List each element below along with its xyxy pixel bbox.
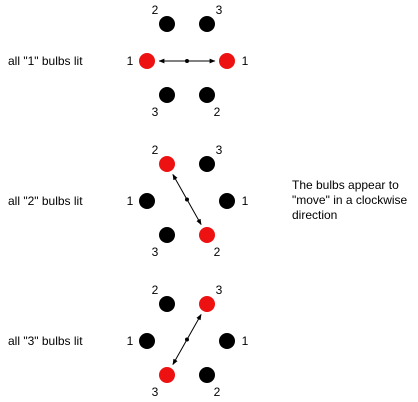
bulb-number-lower-right: 2 [214,105,221,119]
bulb-middle-left-lit [139,53,155,69]
bulb-number-lower-left: 3 [152,105,159,119]
bulb-middle-right-unlit [219,333,235,349]
clockwise-note-line-3: direction [292,208,338,222]
bulb-number-upper-right: 3 [216,283,223,297]
bulb-upper-right-unlit [199,16,215,32]
bulb-number-upper-right: 3 [216,143,223,157]
bulb-upper-right-lit [199,296,215,312]
bulb-middle-left-unlit [139,193,155,209]
bulb-number-middle-right: 1 [242,334,249,348]
bulb-middle-right-lit [219,53,235,69]
bulb-upper-right-unlit [199,156,215,172]
bulb-middle-left-unlit [139,333,155,349]
bulb-number-middle-right: 1 [242,54,249,68]
bulb-upper-left-unlit [159,16,175,32]
bulb-panel-2: 2 3 1 1 3 2 [127,143,249,259]
bulb-number-lower-left: 3 [152,385,159,399]
clockwise-note-line-1: The bulbs appear to [292,178,399,192]
bulb-lower-right-unlit [199,87,215,103]
bulb-number-lower-left: 3 [152,245,159,259]
bulb-number-middle-left: 1 [127,54,134,68]
panel-label-2: all "2" bulbs lit [8,194,83,208]
bulb-number-upper-left: 2 [152,3,159,17]
bulb-number-upper-left: 2 [152,143,159,157]
arrow-center-dot [185,197,189,202]
bulb-lower-left-unlit [159,227,175,243]
arrow-center-dot [185,337,189,342]
bulb-number-middle-right: 1 [242,194,249,208]
clockwise-note: The bulbs appear to "move" in a clockwis… [292,178,407,223]
bulb-lower-right-lit [199,227,215,243]
panel-label-1: all "1" bulbs lit [8,54,83,68]
bulb-number-middle-left: 1 [127,194,134,208]
bulb-upper-left-unlit [159,296,175,312]
clockwise-note-line-2: "move" in a clockwise [292,193,408,207]
bulb-lower-left-lit [159,367,175,383]
bulb-number-lower-right: 2 [214,385,221,399]
bulb-number-middle-left: 1 [127,334,134,348]
bulb-panel-3: 2 3 1 1 3 2 [127,283,249,399]
panel-label-3: all "3" bulbs lit [8,334,83,348]
bulb-middle-right-unlit [219,193,235,209]
arrow-center-dot [185,59,189,63]
bulb-number-upper-left: 2 [152,283,159,297]
bulb-upper-left-lit [159,156,175,172]
bulb-number-upper-right: 3 [216,3,223,17]
bulb-number-lower-right: 2 [214,245,221,259]
bulb-panel-1: 2 3 1 1 3 2 [127,3,249,119]
bulb-lower-right-unlit [199,367,215,383]
bulb-lower-left-unlit [159,87,175,103]
